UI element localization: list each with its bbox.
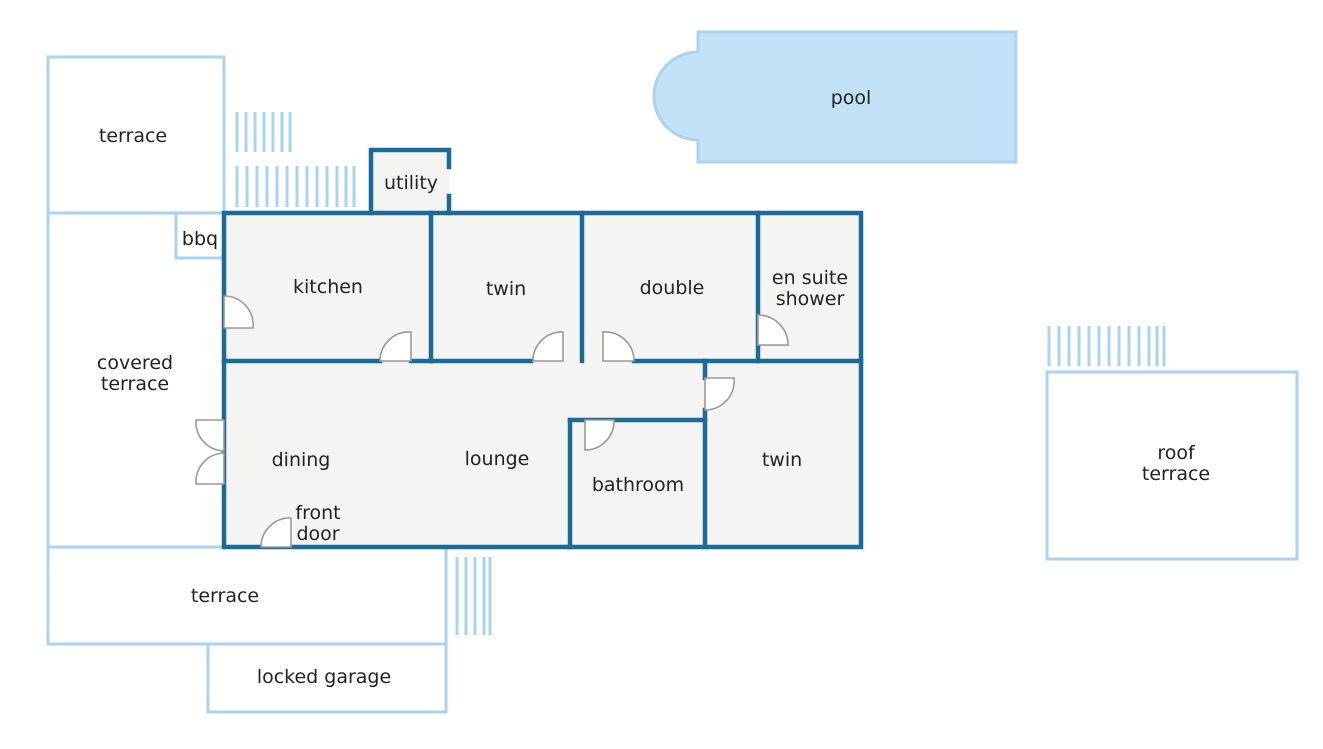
front-door-label-line1: front — [295, 502, 340, 524]
steps-top-left — [235, 112, 292, 152]
locked-garage-area — [206, 642, 448, 714]
twin-room-2-label: twin — [762, 449, 802, 471]
doors — [195, 295, 790, 548]
roof-terrace-label-line1: roof — [1157, 442, 1196, 464]
kitchen-label: kitchen — [293, 276, 363, 298]
bathroom-label: bathroom — [592, 474, 684, 496]
steps-bottom — [455, 557, 492, 635]
double-room-label: double — [640, 277, 705, 299]
en-suite-label-line1: en suite — [772, 267, 848, 289]
roof-terrace-label-line2: terrace — [1142, 463, 1210, 485]
dining-label: dining — [272, 449, 331, 471]
twin-room-1-label: twin — [486, 278, 526, 300]
pool-shape — [652, 30, 1018, 164]
terrace-bottom-area — [46, 545, 448, 646]
pool-label: pool — [831, 87, 872, 109]
bbq-label: bbq — [182, 228, 218, 250]
locked-garage-label: locked garage — [257, 666, 391, 688]
terrace-top-label: terrace — [99, 125, 167, 147]
front-door-label-line2: door — [296, 523, 339, 545]
utility-floor — [371, 150, 449, 213]
roof-terrace-area — [1045, 370, 1299, 561]
covered-terrace-label-line2: terrace — [101, 373, 169, 395]
terrace-top-area — [46, 55, 226, 215]
en-suite-label-line2: shower — [776, 288, 845, 310]
utility-label: utility — [384, 172, 438, 194]
steps-utility — [235, 166, 356, 207]
house-walls — [221, 147, 864, 550]
terrace-bottom-label: terrace — [191, 585, 259, 607]
house-floor — [224, 213, 861, 547]
covered-terrace-label-line1: covered — [97, 352, 173, 374]
lounge-label: lounge — [465, 448, 530, 470]
steps-roof-terrace — [1047, 326, 1166, 366]
